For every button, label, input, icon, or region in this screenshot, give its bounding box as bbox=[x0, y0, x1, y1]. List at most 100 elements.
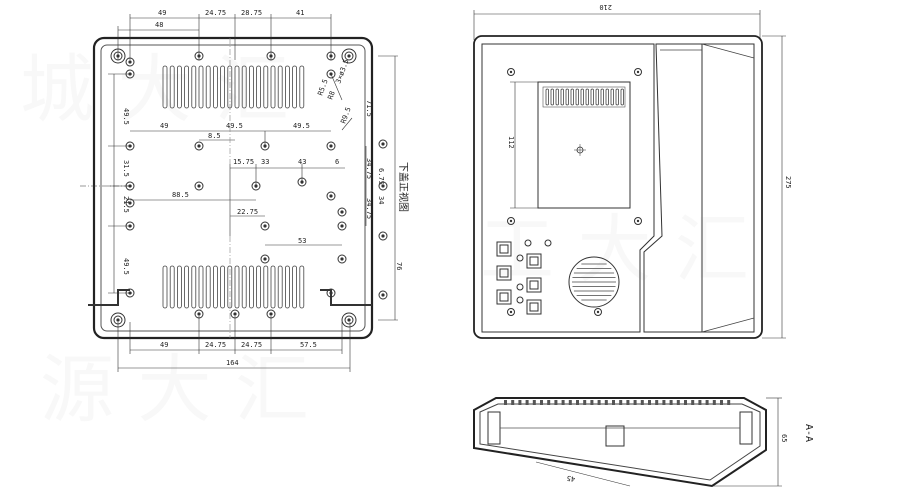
dim-label: 24.75 bbox=[241, 341, 262, 349]
display-vent-slots bbox=[545, 88, 624, 106]
dim-label: 24.75 bbox=[205, 341, 226, 349]
vent-slot bbox=[234, 65, 240, 109]
front-view: 210 112 bbox=[473, 3, 792, 339]
section-rib bbox=[597, 400, 601, 405]
vent-slot bbox=[615, 88, 619, 106]
dim-label: 49 bbox=[158, 9, 166, 17]
section-rib bbox=[619, 400, 623, 405]
front-screw-holes bbox=[507, 68, 642, 316]
vent-slot bbox=[600, 88, 604, 106]
vent-slot bbox=[595, 88, 599, 106]
section-rib bbox=[669, 400, 673, 405]
vent-slot bbox=[198, 265, 204, 309]
vent-slot bbox=[212, 65, 218, 109]
dim-label: 49 bbox=[160, 122, 168, 130]
vent-slot bbox=[176, 65, 182, 109]
vent-slot bbox=[605, 88, 609, 106]
section-rib bbox=[612, 400, 615, 405]
vent-slot bbox=[162, 265, 168, 309]
vent-slot bbox=[234, 265, 240, 309]
vent-slot bbox=[256, 265, 262, 309]
side-panel bbox=[643, 43, 703, 333]
vent-slot bbox=[248, 265, 254, 309]
vent-slot bbox=[169, 265, 175, 309]
vent-slot bbox=[555, 88, 559, 106]
display-window bbox=[537, 81, 631, 209]
dim-label: 34 bbox=[377, 196, 385, 204]
display-vent-area bbox=[542, 86, 626, 108]
left-wall bbox=[487, 411, 501, 445]
vent-slot bbox=[620, 88, 624, 106]
section-rib bbox=[504, 400, 507, 405]
vent-slot bbox=[565, 88, 569, 106]
section-inner-outline bbox=[479, 403, 761, 481]
section-rib bbox=[547, 400, 551, 405]
section-rib bbox=[568, 400, 572, 405]
dim-label: 34.75 bbox=[365, 158, 373, 179]
section-view: 45 65 A-A bbox=[473, 397, 814, 488]
center-boss bbox=[605, 425, 625, 447]
vent-slot bbox=[184, 65, 190, 109]
section-rib bbox=[626, 400, 630, 405]
section-rib bbox=[525, 400, 529, 405]
section-rib bbox=[561, 400, 565, 405]
section-rib bbox=[655, 400, 659, 405]
top-dimension-lines bbox=[80, 14, 398, 372]
section-rib bbox=[691, 400, 695, 405]
bottom-view-inner-outline bbox=[100, 44, 366, 332]
vent-slot bbox=[284, 265, 290, 309]
section-rib bbox=[590, 400, 594, 405]
height-label: 275 bbox=[784, 176, 792, 189]
speaker-grille bbox=[568, 256, 620, 308]
section-rib bbox=[511, 400, 515, 405]
vent-slot bbox=[263, 265, 269, 309]
dim-label: 24.75 bbox=[205, 9, 226, 17]
dim-label: 34.75 bbox=[365, 198, 373, 219]
dim-label: 43 bbox=[298, 158, 306, 166]
slope-panel bbox=[702, 43, 755, 333]
dim-label: 22.75 bbox=[237, 208, 258, 216]
section-rib bbox=[712, 400, 716, 405]
front-view-outline bbox=[473, 35, 763, 339]
section-rib bbox=[705, 400, 709, 405]
section-rib bbox=[633, 400, 637, 405]
vent-slot bbox=[176, 265, 182, 309]
vent-slot bbox=[570, 88, 574, 106]
vent-slot bbox=[575, 88, 579, 106]
dim-label: 49.5 bbox=[226, 122, 243, 130]
vent-slot bbox=[205, 65, 211, 109]
section-label: A-A bbox=[803, 424, 814, 442]
dim-label: 164 bbox=[226, 359, 239, 367]
dim-label: 6.75 bbox=[377, 168, 385, 185]
section-rib bbox=[662, 400, 666, 405]
dim-label: 49.5 bbox=[122, 108, 130, 125]
vent-slot bbox=[299, 65, 305, 109]
section-rib bbox=[554, 400, 558, 405]
dim-label: 15.75 bbox=[233, 158, 254, 166]
dim-label: 6 bbox=[335, 158, 339, 166]
dim-label: 49.5 bbox=[293, 122, 310, 130]
slope-label: 45 bbox=[566, 474, 576, 483]
dim-label: 8.5 bbox=[208, 132, 221, 140]
dim-label: R9.5 bbox=[339, 106, 352, 125]
window-height-label: 112 bbox=[507, 136, 515, 149]
vent-slot bbox=[241, 265, 247, 309]
dim-label: 31.5 bbox=[122, 160, 130, 177]
vent-slot bbox=[277, 265, 283, 309]
section-rib bbox=[676, 400, 680, 405]
section-rib bbox=[583, 400, 587, 405]
bottom-view: 49 24.75 28.75 41 48 49 49.5 49.5 15.75 … bbox=[80, 9, 410, 372]
section-ribs bbox=[504, 400, 731, 405]
section-rib bbox=[540, 400, 543, 405]
vent-slot bbox=[284, 65, 290, 109]
section-rib bbox=[518, 400, 522, 405]
dim-label: 53 bbox=[298, 237, 306, 245]
vent-slot bbox=[191, 65, 197, 109]
dim-label: 21.5 bbox=[122, 196, 130, 213]
section-outline bbox=[473, 397, 767, 488]
edge-line bbox=[701, 43, 755, 59]
dim-label: 76 bbox=[395, 262, 403, 270]
dim-label: 71.5 bbox=[365, 100, 373, 117]
